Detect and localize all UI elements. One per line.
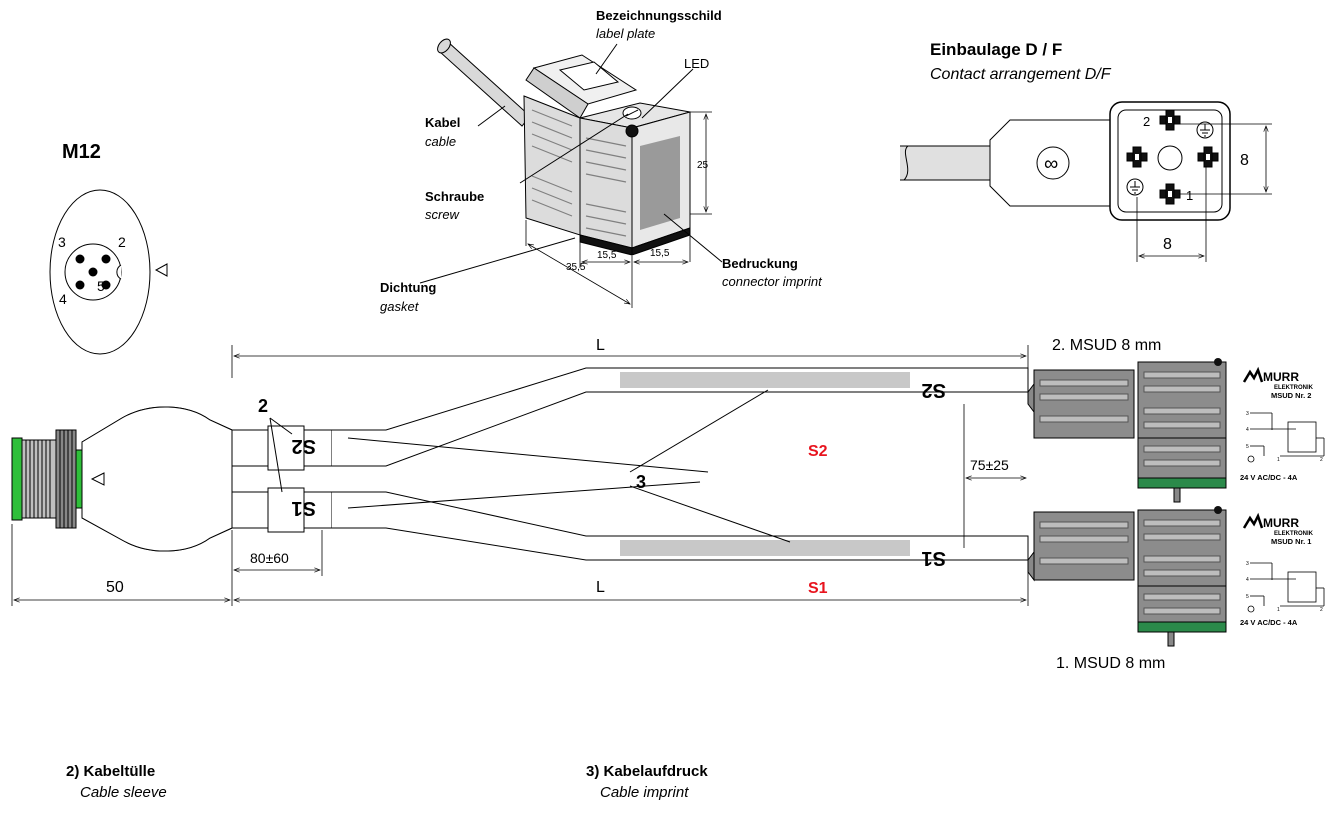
legend-item-2-subtitle: Cable sleeve [80,784,167,801]
label-plate-subtitle: label plate [596,26,655,41]
legend-item-2-title: 2) Kabeltülle [66,763,155,780]
gasket-sublabel: gasket [380,299,420,314]
murr-nr: MSUD Nr. 1 [1271,537,1311,546]
murr-brand: MURR [1263,516,1299,530]
dim-m12-length: 50 [106,579,124,596]
svg-text:1: 1 [1277,457,1280,463]
murr-rating: 24 V AC/DC - 4A [1240,473,1298,482]
screw-label: Schraube [425,189,484,204]
coding-triangle-icon [90,472,105,486]
branch-label-s2: S2 [808,443,828,460]
svg-text:5: 5 [1246,444,1249,450]
murr-label-2: MURR ELEKTRONIK MSUD Nr. 2 3 4 5 1 2 24 … [1240,366,1325,482]
contact-pin-label: 1 [1186,188,1193,203]
cable-imprint-band [620,540,910,556]
valve-connector-view: 25 15,5 15,5 35,5 Bezeichnungsschild lab… [380,8,823,314]
contact-symbol: ∞ [1044,153,1058,175]
svg-text:2: 2 [1320,607,1323,613]
imprint-label: Bedruckung [722,256,798,271]
length-bottom: L [596,579,605,596]
m12-pin-label: 3 [58,234,66,250]
msud-connector-1 [1027,506,1227,647]
svg-text:3: 3 [1246,411,1249,417]
imprint-sublabel: connector imprint [722,274,823,289]
m12-pin [101,280,111,290]
cable-imprint-s2: S2 [922,379,946,401]
legend-item-3-subtitle: Cable imprint [600,784,689,801]
screw-sublabel: screw [425,207,461,222]
contact-subtitle: Contact arrangement D/F [930,66,1112,83]
murr-label-1: MURR ELEKTRONIK MSUD Nr. 1 3 4 5 1 2 24 … [1240,512,1325,627]
contact-title: Einbaulage D / F [930,40,1062,59]
dim-width-2: 15,5 [650,248,670,259]
svg-text:3: 3 [1246,561,1249,567]
branch-label-s1: S1 [808,580,828,597]
infinity-icon [1036,146,1070,180]
m12-pin [75,280,85,290]
sleeve-imprint-s2: S2 [292,435,316,457]
cable-label: Kabel [425,115,460,130]
murr-brand-sub: ELEKTRONIK [1274,385,1314,391]
dim-sleeve-range: 80±60 [250,550,289,566]
dim-vertical: 8 [1240,152,1249,169]
legend-item-3-title: 3) Kabelaufdruck [586,763,708,780]
connector-top-label: 2. MSUD 8 mm [1052,337,1161,354]
m12-pin [75,254,85,264]
murr-rating: 24 V AC/DC - 4A [1240,618,1298,627]
m12-pin-label: 4 [59,291,67,307]
cable-assembly-view: L S2 S1 S2 S1 2 [11,337,1325,672]
led-icon [625,124,639,138]
murr-brand: MURR [1263,370,1299,384]
m12-pin [101,254,111,264]
cable-sleeve [267,487,305,533]
dim-height: 25 [697,160,709,171]
cable-sublabel: cable [425,134,456,149]
connector-bottom-label: 1. MSUD 8 mm [1056,655,1165,672]
coding-triangle-icon [154,263,168,277]
svg-text:4: 4 [1246,577,1249,583]
contact-pin-label: 2 [1143,114,1150,129]
murr-logo-icon [1242,512,1264,529]
gasket-label: Dichtung [380,280,436,295]
cable-imprint-band [620,372,910,388]
callout-imprint: 3 [636,472,646,492]
cable-sleeve [267,425,305,471]
m12-pin-label: 2 [118,234,126,250]
murr-brand-sub: ELEKTRONIK [1274,531,1314,537]
msud-connector-2 [1027,358,1227,503]
contact-arrangement-view: Einbaulage D / F Contact arrangement D/F… [900,40,1272,262]
svg-text:4: 4 [1246,427,1249,433]
callout-sleeve: 2 [258,396,268,416]
murr-nr: MSUD Nr. 2 [1271,391,1311,400]
m12-face-view: M12 3 2 4 5 [49,141,168,355]
murr-logo-icon [1242,366,1264,383]
svg-text:2: 2 [1320,457,1323,463]
label-plate-title: Bezeichnungsschild [596,8,722,23]
sleeve-imprint-s1: S1 [292,497,316,519]
length-top: L [596,337,605,354]
m12-title: M12 [62,141,101,163]
svg-text:1: 1 [1277,607,1280,613]
m12-pin-label: 5 [97,278,105,294]
dim-depth: 35,5 [566,262,586,273]
legend: 2) Kabeltülle Cable sleeve 3) Kabelaufdr… [66,763,708,801]
cable-imprint-s1: S1 [922,547,946,569]
dim-spacing: 75±25 [970,457,1009,473]
m12-pin [88,267,98,277]
svg-text:5: 5 [1246,594,1249,600]
dim-width-1: 15,5 [597,250,617,261]
led-label: LED [684,56,709,71]
dim-horizontal: 8 [1163,236,1172,253]
